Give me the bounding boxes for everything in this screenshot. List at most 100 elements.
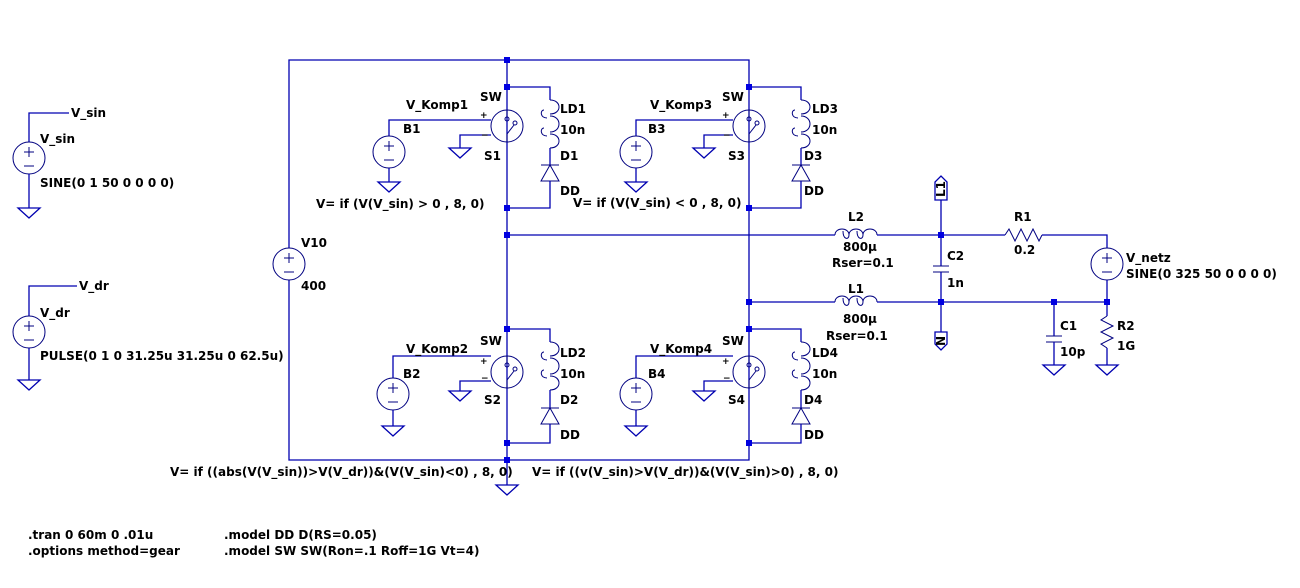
switch-model: SW bbox=[722, 334, 744, 348]
svg-text:+: + bbox=[722, 357, 730, 367]
component-value: 800µ bbox=[843, 240, 877, 254]
v10-source[interactable]: V10 400 bbox=[272, 236, 327, 293]
resistor-r2[interactable]: R2 1G bbox=[1095, 302, 1135, 376]
output-filter: L2 800µ Rser=0.1 R1 0.2 V_netz SINE(0 32… bbox=[826, 175, 1277, 376]
component-value: 800µ bbox=[843, 312, 877, 326]
port-label: L1 bbox=[934, 181, 948, 197]
ground-icon bbox=[1042, 364, 1066, 376]
capacitor-c1[interactable]: C1 10p bbox=[1042, 302, 1086, 376]
component-name: R2 bbox=[1117, 319, 1135, 333]
diode-model: DD bbox=[804, 428, 824, 442]
svg-text:−: − bbox=[481, 131, 489, 141]
ground-icon bbox=[624, 425, 648, 437]
component-value: 1n bbox=[947, 276, 964, 290]
ground-icon bbox=[1095, 364, 1119, 376]
net-label: V_Komp2 bbox=[406, 342, 468, 357]
ground-icon bbox=[17, 207, 41, 219]
switch-name: S1 bbox=[484, 149, 501, 163]
net-port-l1[interactable]: L1 bbox=[934, 175, 948, 201]
port-label: N bbox=[934, 336, 948, 346]
source-value: PULSE(0 1 0 31.25u 31.25u 0 62.5u) bbox=[40, 349, 284, 363]
inductor-icon bbox=[540, 99, 560, 149]
component-rser: Rser=0.1 bbox=[826, 329, 888, 343]
b-source-name: B1 bbox=[403, 122, 421, 136]
svg-text:+: + bbox=[480, 111, 488, 121]
inductor-value: 10n bbox=[812, 367, 837, 381]
spice-directives[interactable]: .tran 0 60m 0 .01u .options method=gear … bbox=[28, 528, 479, 558]
source-value: 400 bbox=[301, 279, 326, 293]
inductor-l1[interactable]: L1 800µ Rser=0.1 bbox=[826, 282, 888, 343]
behavioral-source-icon bbox=[619, 377, 653, 411]
junctions bbox=[504, 57, 1110, 463]
component-value: 0.2 bbox=[1014, 243, 1035, 257]
inductor-value: 10n bbox=[560, 123, 585, 137]
net-port-n[interactable]: N bbox=[934, 331, 948, 351]
inductor-icon bbox=[540, 341, 560, 391]
diode-name: D4 bbox=[804, 393, 822, 407]
b-source-expression: V= if (V(V_sin) < 0 , 8, 0) bbox=[573, 196, 741, 211]
source-name: V_sin bbox=[40, 132, 75, 147]
switch-model: SW bbox=[480, 334, 502, 348]
switch-name: S2 bbox=[484, 393, 501, 407]
diode-name: D1 bbox=[560, 149, 578, 163]
directive-options[interactable]: .options method=gear bbox=[28, 544, 180, 558]
switch-model: SW bbox=[722, 90, 744, 104]
switch-model: SW bbox=[480, 90, 502, 104]
v-sin-source[interactable]: V_sin V_sin SINE(0 1 50 0 0 0 0) bbox=[12, 106, 174, 219]
v-netz-source[interactable]: V_netz SINE(0 325 50 0 0 0 0) bbox=[1090, 247, 1277, 281]
b-source-expression: V= if (V(V_sin) > 0 , 8, 0) bbox=[316, 197, 484, 212]
svg-text:+: + bbox=[722, 111, 730, 121]
switch-cell-4[interactable]: + − V_Komp4 B4 SW S4 LD4 10n D4 DD V= if… bbox=[532, 328, 838, 480]
diode-icon bbox=[540, 407, 560, 425]
capacitor-c2[interactable]: C2 1n bbox=[933, 200, 964, 332]
switch-name: S4 bbox=[728, 393, 745, 407]
directive-tran[interactable]: .tran 0 60m 0 .01u bbox=[28, 528, 153, 542]
b-source-name: B2 bbox=[403, 367, 421, 381]
diode-model: DD bbox=[560, 428, 580, 442]
inductor-name: LD3 bbox=[812, 102, 838, 116]
ground-icon bbox=[377, 181, 401, 193]
component-name: C2 bbox=[947, 249, 964, 263]
ground-icon bbox=[692, 147, 716, 159]
source-value: SINE(0 325 50 0 0 0 0) bbox=[1126, 267, 1277, 281]
component-name: L2 bbox=[848, 210, 864, 224]
net-label: V_Komp4 bbox=[650, 342, 712, 357]
ground-icon bbox=[495, 484, 519, 496]
diode-model: DD bbox=[560, 184, 580, 198]
b-source-expression: V= if ((abs(V(V_sin))>V(V_dr))&(V(V_sin)… bbox=[170, 465, 513, 480]
directive-model-sw[interactable]: .model SW SW(Ron=.1 Roff=1G Vt=4) bbox=[224, 544, 479, 558]
inductor-l2[interactable]: L2 800µ Rser=0.1 bbox=[832, 210, 894, 270]
switch-cell-2[interactable]: + − V_Komp2 B2 SW S2 LD2 10n D2 DD V= if… bbox=[170, 328, 586, 480]
ground-icon bbox=[448, 147, 472, 159]
behavioral-source-icon bbox=[372, 135, 406, 169]
voltage-source-icon bbox=[272, 247, 306, 281]
svg-text:−: − bbox=[481, 374, 489, 384]
inductor-name: LD1 bbox=[560, 102, 586, 116]
net-label-v-dr: V_dr bbox=[79, 279, 109, 294]
component-value: 10p bbox=[1060, 345, 1086, 359]
ground-icon bbox=[381, 425, 405, 437]
component-value: 1G bbox=[1117, 339, 1135, 353]
source-value: SINE(0 1 50 0 0 0 0) bbox=[40, 176, 174, 190]
inductor-name: LD4 bbox=[812, 346, 838, 360]
source-name: V_netz bbox=[1126, 251, 1171, 266]
b-source-name: B3 bbox=[648, 122, 666, 136]
diode-name: D3 bbox=[804, 149, 822, 163]
switch-cell-1[interactable]: + − V_Komp1 B1 SW S1 LD1 10n D1 DD V= if… bbox=[316, 86, 586, 212]
inductor-name: LD2 bbox=[560, 346, 586, 360]
resistor-r1[interactable]: R1 0.2 bbox=[1004, 210, 1043, 257]
component-name: L1 bbox=[848, 282, 864, 296]
directive-model-dd[interactable]: .model DD D(RS=0.05) bbox=[224, 528, 377, 542]
switch-cell-3[interactable]: + − V_Komp3 B3 SW S3 LD3 10n D3 DD V= if… bbox=[573, 86, 838, 211]
diode-icon bbox=[540, 164, 560, 182]
source-name: V_dr bbox=[40, 306, 70, 321]
source-name: V10 bbox=[301, 236, 327, 250]
ground-icon bbox=[624, 181, 648, 193]
diode-name: D2 bbox=[560, 393, 578, 407]
diode-model: DD bbox=[804, 184, 824, 198]
v-dr-source[interactable]: V_dr V_dr PULSE(0 1 0 31.25u 31.25u 0 62… bbox=[12, 279, 284, 391]
net-label-v-sin: V_sin bbox=[71, 106, 106, 121]
svg-text:+: + bbox=[480, 357, 488, 367]
voltage-source-icon bbox=[12, 315, 46, 349]
